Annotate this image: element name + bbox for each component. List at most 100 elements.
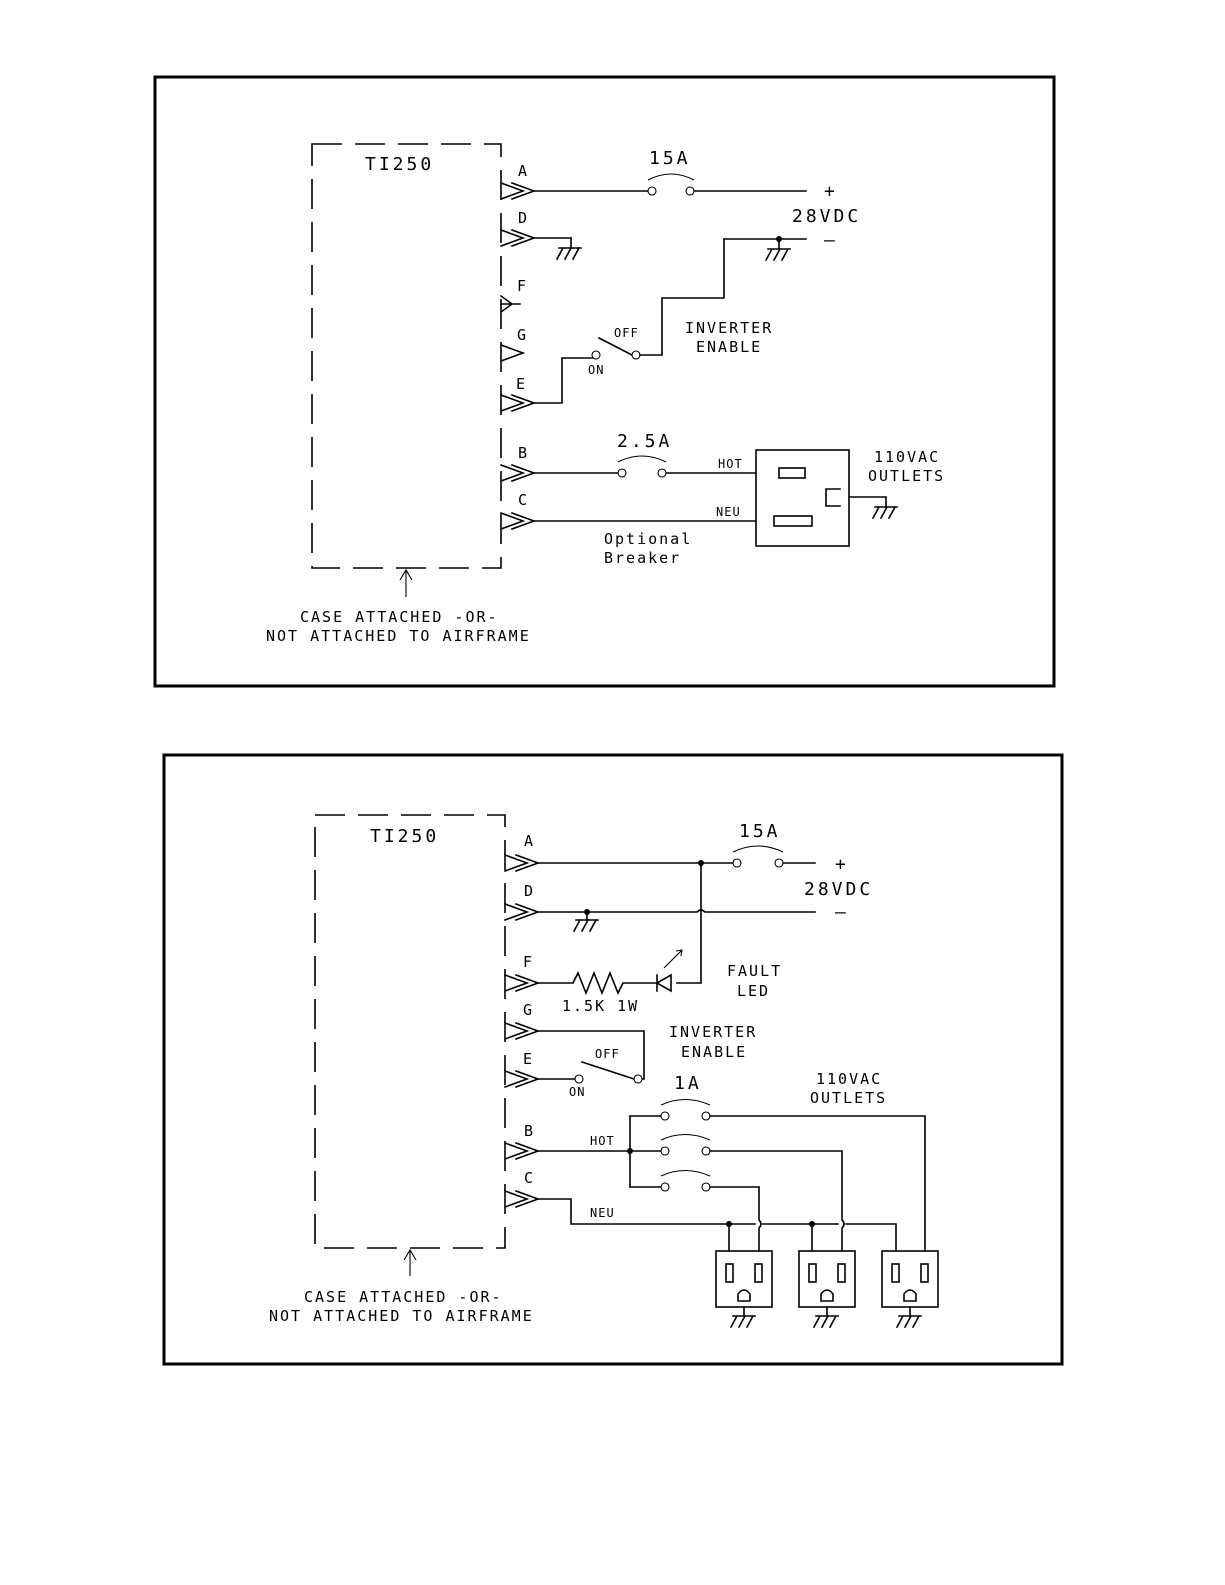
outlet-ground-slot (821, 1290, 833, 1301)
pin-label-e: E (523, 1050, 534, 1068)
wire-hot-branches (630, 1116, 661, 1187)
outlet-ground-slot (826, 489, 840, 506)
pin-e-connector (505, 1071, 538, 1087)
supply-minus: – (835, 902, 849, 923)
outlet-slot (809, 1264, 816, 1282)
switch-on-label: ON (569, 1085, 585, 1099)
inverter-enable-label: INVERTER (685, 319, 773, 337)
switch-contact (634, 1075, 642, 1083)
outlet-hot-slot (779, 468, 805, 478)
wire-outlet-3-hot (710, 1116, 925, 1251)
pin-label-g: G (517, 326, 528, 344)
breaker-2-5a-arc (618, 456, 666, 462)
breaker-1a-label: 1A (674, 1073, 702, 1094)
outlet-body (882, 1251, 938, 1307)
outlets-label: 110VAC (874, 448, 940, 466)
outlet-neutral-slot (774, 516, 812, 526)
ti250-unit-box (315, 815, 505, 1248)
supply-plus: + (835, 854, 849, 875)
breaker-15a-label: 15A (739, 821, 781, 842)
outlet-ground-slot (738, 1290, 750, 1301)
switch-off-label: OFF (595, 1047, 620, 1061)
arrow-up-icon (400, 570, 412, 597)
optional-breaker-label: Optional (604, 530, 692, 548)
resistor-1-5k (538, 973, 657, 993)
pin-label-g: G (523, 1001, 534, 1019)
pin-d-connector (505, 904, 538, 920)
hot-label: HOT (718, 457, 743, 471)
fault-led-label: FAULT (727, 962, 782, 980)
breaker-arc (661, 1100, 710, 1106)
breaker-15a-contact (733, 859, 741, 867)
breaker-2-5a-contact (658, 469, 666, 477)
breaker-contact (702, 1183, 710, 1191)
pin-g-connector (505, 1023, 538, 1039)
neu-label: NEU (590, 1206, 615, 1220)
breaker-contact (661, 1183, 669, 1191)
diagram-top: TI250 A D F G E B C 15A + 28VDC – (155, 77, 1054, 686)
diagram-top-frame (155, 77, 1054, 686)
breaker-1a-group (661, 1100, 710, 1192)
pin-label-a: A (518, 162, 529, 180)
outlet-110vac (756, 450, 849, 546)
wire-neutral-drops (729, 1224, 812, 1251)
supply-minus: – (824, 230, 838, 251)
breaker-arc (661, 1135, 710, 1141)
pin-label-e: E (516, 375, 527, 393)
ground-icon (897, 1307, 921, 1327)
resistor-label: 1.5K 1W (562, 997, 639, 1015)
inverter-enable-label: ENABLE (681, 1043, 747, 1061)
case-attached-label: CASE ATTACHED -OR- (304, 1288, 503, 1306)
case-attached-label: NOT ATTACHED TO AIRFRAME (266, 627, 531, 645)
fault-led-label: LED (737, 982, 770, 1000)
outlet-1 (716, 1251, 772, 1327)
switch-lever (582, 1062, 634, 1079)
diagram-bottom: TI250 A D F G E B C 15A + 28VDC – (164, 755, 1062, 1364)
breaker-contact (661, 1112, 669, 1120)
outlet-slot (921, 1264, 928, 1282)
breaker-2-5a-label: 2.5A (617, 431, 672, 452)
pin-f-connector (505, 975, 538, 991)
outlets-label: OUTLETS (810, 1089, 887, 1107)
supply-plus: + (824, 181, 838, 202)
ground-icon (557, 248, 581, 259)
outlet-slot (838, 1264, 845, 1282)
neu-label: NEU (716, 505, 741, 519)
pin-b-connector (501, 465, 534, 481)
outlet-body (799, 1251, 855, 1307)
arrow-up-icon (404, 1250, 416, 1276)
wire-led-anode (677, 863, 701, 983)
switch-contact (592, 351, 600, 359)
supply-voltage-label: 28VDC (792, 206, 861, 227)
pin-label-c: C (524, 1169, 535, 1187)
pin-label-b: B (524, 1122, 535, 1140)
breaker-15a-arc (733, 846, 783, 852)
outlets-label: OUTLETS (868, 467, 945, 485)
wire-pin-d (538, 910, 815, 912)
ground-icon (731, 1307, 755, 1327)
breaker-arc (661, 1171, 710, 1177)
pin-connectors (505, 855, 538, 1207)
pin-f-connector (501, 296, 520, 312)
pin-label-a: A (524, 832, 535, 850)
switch-lever (599, 338, 632, 355)
pin-b-connector (505, 1143, 538, 1159)
ground-icon (873, 507, 897, 518)
outlets-label: 110VAC (816, 1070, 882, 1088)
pin-label-f: F (517, 277, 528, 295)
pin-label-d: D (518, 209, 529, 227)
optional-breaker-label: Breaker (604, 549, 681, 567)
ground-icon (814, 1307, 838, 1327)
case-attached-label: CASE ATTACHED -OR- (300, 608, 499, 626)
breaker-15a-contact (648, 187, 656, 195)
pin-d-connector (501, 230, 534, 246)
led-light-arrow (664, 950, 682, 968)
pin-c-connector (501, 513, 534, 529)
outlet-ground-slot (904, 1290, 916, 1301)
switch-off-label: OFF (614, 326, 639, 340)
switch-contact (632, 351, 640, 359)
unit-label: TI250 (370, 826, 439, 847)
breaker-contact (661, 1147, 669, 1155)
outlet-body (716, 1251, 772, 1307)
